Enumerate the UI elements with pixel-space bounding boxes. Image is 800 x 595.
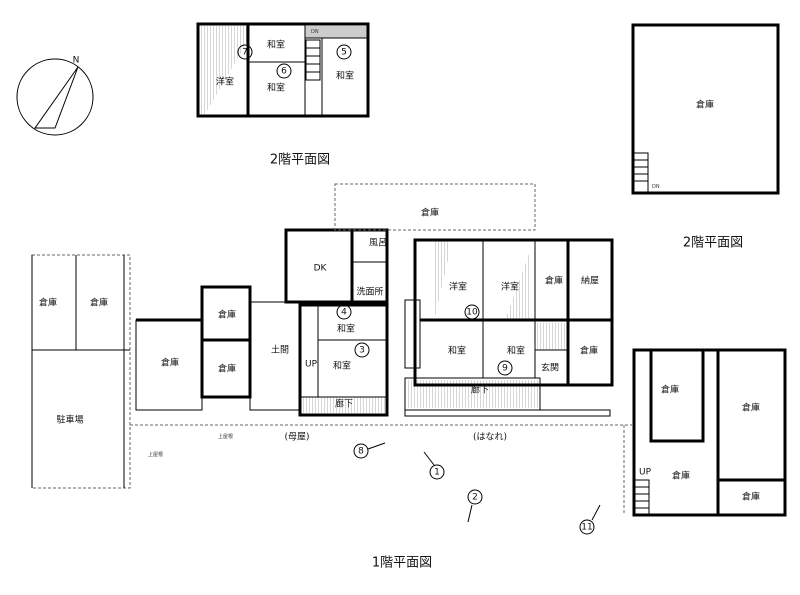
room-barn: 納屋 — [581, 275, 599, 287]
room-storage: 倉庫 — [161, 357, 179, 369]
room-japanese-4: 和室 — [337, 323, 355, 335]
room-japanese-5: 和室 — [336, 70, 354, 82]
up-label: UP — [305, 360, 318, 370]
room-storage: 倉庫 — [545, 275, 563, 287]
marker-2: 2 — [472, 493, 478, 503]
room-storage: 倉庫 — [661, 384, 679, 396]
room-entrance: 玄関 — [541, 362, 559, 374]
up-label: UP — [639, 468, 652, 478]
room-storage: 倉庫 — [742, 402, 760, 414]
marker-6: 6 — [281, 67, 287, 77]
room-storage: 倉庫 — [580, 345, 598, 357]
marker-7: 7 — [242, 48, 248, 58]
room-western: 洋室 — [216, 76, 234, 88]
marker-10: 10 — [466, 308, 478, 318]
room-storage: 倉庫 — [218, 309, 236, 321]
room-corridor: 廊下 — [335, 398, 353, 410]
down-label: DN — [652, 184, 660, 190]
room-japanese-6: 和室 — [267, 82, 285, 94]
north-label: N — [73, 56, 80, 66]
room-western-right: 洋室 — [501, 281, 519, 293]
parking-area: 倉庫 倉庫 駐車場 — [31, 254, 131, 489]
compass-circle — [16, 58, 94, 136]
room-western-left: 洋室 — [449, 281, 467, 293]
room-storage: 倉庫 — [39, 297, 57, 309]
main-house-plan: 倉庫 倉庫 倉庫 土間 DK 風呂 洗面所 和室 和室 廊下 UP 4 3 — [135, 228, 389, 417]
room-storage: 倉庫 — [742, 491, 760, 503]
room-bath: 風呂 — [369, 238, 387, 249]
marker-4: 4 — [341, 308, 347, 318]
annex-label: (はなれ) — [473, 432, 507, 443]
room-earth-floor: 土間 — [271, 344, 289, 356]
roof-label: 上屋根 — [218, 433, 233, 440]
room-storage: 倉庫 — [421, 207, 439, 219]
down-label: DN — [311, 29, 319, 35]
room-washroom: 洗面所 — [356, 286, 383, 298]
room-storage: 倉庫 — [672, 470, 690, 482]
upper-floor-house-title: 2階平面図 — [270, 153, 330, 168]
north-arrow-icon — [34, 66, 79, 129]
marker-11: 11 — [581, 523, 592, 533]
marker-8: 8 — [358, 447, 364, 457]
room-storage: 倉庫 — [90, 297, 108, 309]
room-japanese-left: 和室 — [448, 345, 466, 357]
room-dk: DK — [314, 264, 328, 274]
marker-3: 3 — [359, 346, 365, 356]
stairs-icon — [305, 39, 321, 81]
marker-9: 9 — [502, 364, 508, 374]
warehouse-plan: UP 倉庫 倉庫 倉庫 倉庫 — [623, 348, 787, 517]
annex-plan: 倉庫 洋室 洋室 倉庫 納屋 和室 和室 玄関 倉庫 廊下 10 9 — [334, 183, 614, 417]
room-japanese-top: 和室 — [267, 39, 285, 51]
compass: N — [16, 56, 94, 136]
upper-floor-warehouse-title: 2階平面図 — [683, 236, 743, 251]
ground-floor-title: 1階平面図 — [372, 556, 432, 571]
room-storage: 倉庫 — [218, 363, 236, 375]
stairs-icon — [634, 479, 650, 515]
main-house-label: (母屋) — [284, 432, 309, 443]
roof-label: 上屋根 — [148, 451, 163, 458]
room-parking: 駐車場 — [56, 414, 83, 426]
marker-5: 5 — [341, 48, 347, 58]
room-corridor: 廊下 — [471, 384, 489, 396]
upper-floor-warehouse-plan: DN 倉庫 — [631, 23, 780, 195]
room-japanese-3: 和室 — [333, 360, 351, 372]
room-japanese-right: 和室 — [507, 345, 525, 357]
marker-1: 1 — [434, 468, 440, 478]
room-storage: 倉庫 — [696, 99, 714, 111]
upper-floor-house-plan: DN 洋室 和室 和室 和室 7 6 5 — [196, 22, 370, 118]
stairs-icon — [633, 152, 649, 193]
